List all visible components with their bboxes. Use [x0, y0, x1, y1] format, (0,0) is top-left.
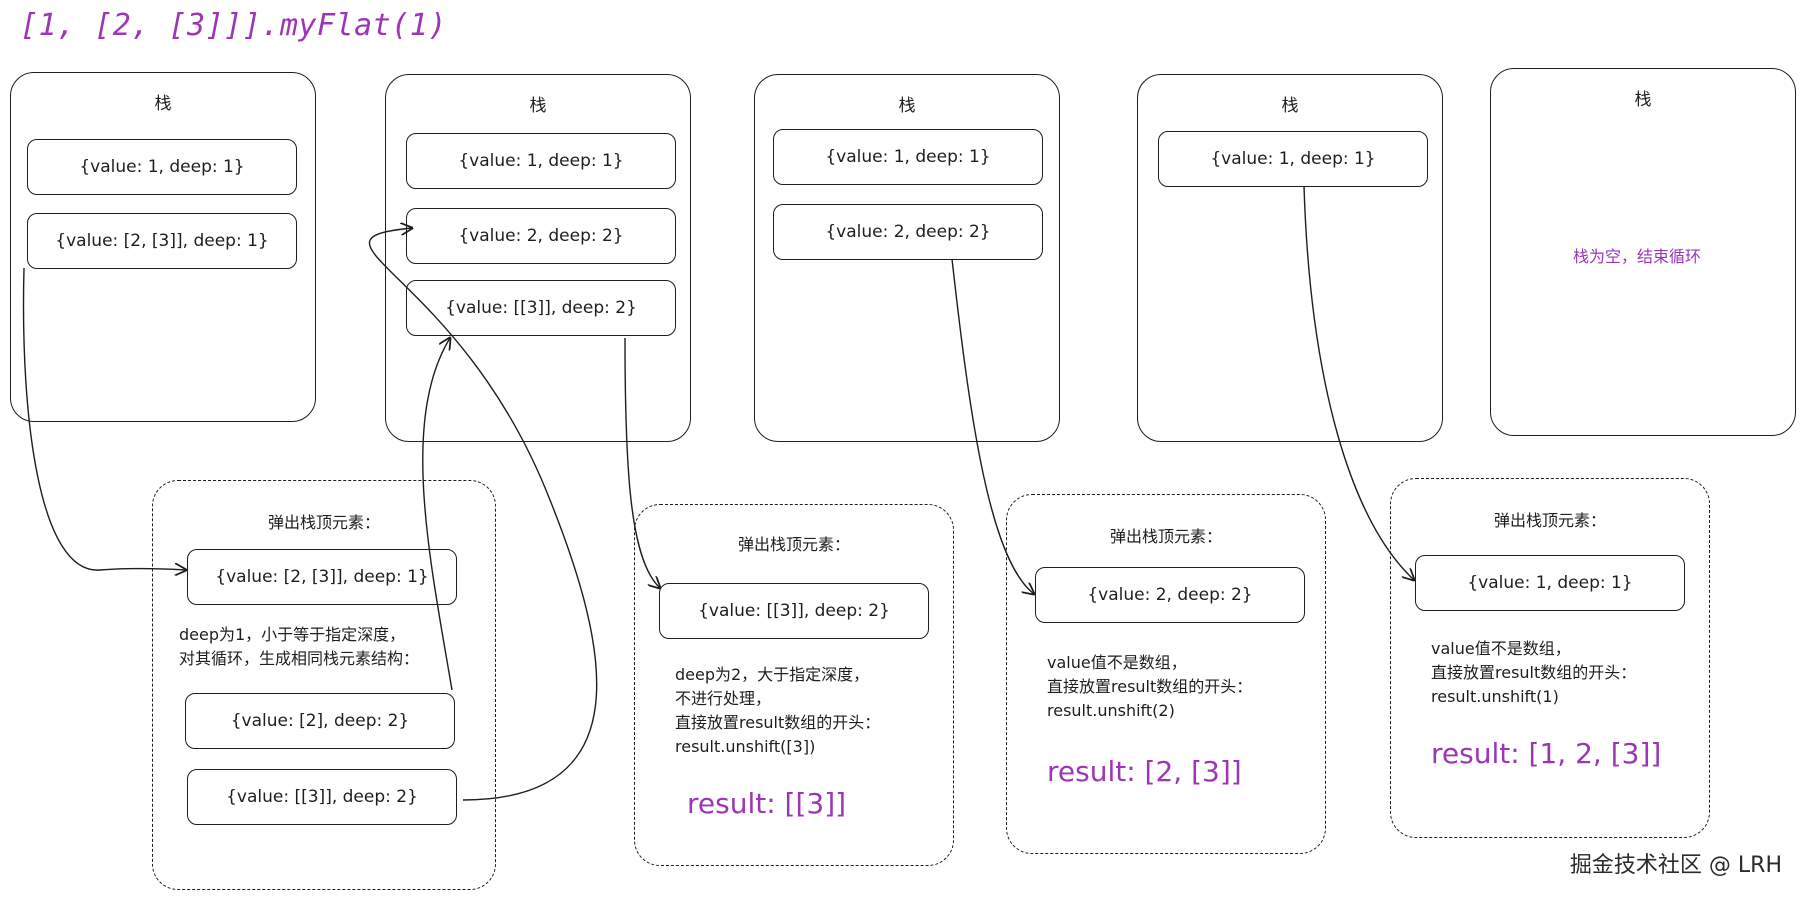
arrow-pop-4	[1303, 185, 1414, 580]
pop-panel-4: 弹出栈顶元素： {value: 1, deep: 1} value值不是数组， …	[1390, 478, 1710, 838]
generated-item: {value: [[3]], deep: 2}	[187, 769, 457, 825]
stack-1: 栈 {value: 1, deep: 1} {value: [2, [3]], …	[10, 72, 316, 422]
pop-panel-3: 弹出栈顶元素： {value: 2, deep: 2} value值不是数组， …	[1006, 494, 1326, 854]
pop-note: deep为1，小于等于指定深度， 对其循环，生成相同栈元素结构：	[179, 625, 420, 668]
diagram-title: [1, [2, [3]]].myFlat(1)	[20, 8, 447, 43]
pop-title: 弹出栈顶元素：	[267, 513, 380, 532]
popped-item: {value: 2, deep: 2}	[1035, 567, 1305, 623]
pop-title: 弹出栈顶元素：	[1493, 511, 1606, 530]
stack-item: {value: [2, [3]], deep: 1}	[27, 213, 297, 269]
popped-item: {value: 1, deep: 1}	[1415, 555, 1685, 611]
stack-item: {value: 1, deep: 1}	[406, 133, 676, 189]
pop-note: deep为2，大于指定深度， 不进行处理， 直接放置result数组的开头： r…	[675, 665, 881, 756]
stack-3: 栈 {value: 1, deep: 1} {value: 2, deep: 2…	[754, 74, 1060, 442]
popped-item: {value: [2, [3]], deep: 1}	[187, 549, 457, 605]
stack-title: 栈	[529, 96, 547, 116]
stack-item: {value: 2, deep: 2}	[406, 208, 676, 264]
stack-item: {value: 1, deep: 1}	[1158, 131, 1428, 187]
pop-title: 弹出栈顶元素：	[737, 535, 850, 554]
arrow-push-1	[422, 338, 453, 691]
stack-empty-note: 栈为空，结束循环	[1573, 247, 1702, 266]
stack-title: 栈	[898, 96, 916, 116]
stack-item: {value: 1, deep: 1}	[27, 139, 297, 195]
arrow-push-2	[368, 228, 598, 801]
arrow-pop-3	[951, 258, 1034, 594]
stack-item: {value: 2, deep: 2}	[773, 204, 1043, 260]
result-text: result: [2, [3]]	[1047, 755, 1242, 788]
pop-note: value值不是数组， 直接放置result数组的开头： result.unsh…	[1047, 653, 1253, 720]
stack-4: 栈 {value: 1, deep: 1}	[1137, 74, 1443, 442]
stack-item: {value: [[3]], deep: 2}	[406, 280, 676, 336]
popped-item: {value: [[3]], deep: 2}	[659, 583, 929, 639]
stack-title: 栈	[1281, 96, 1299, 116]
pop-panel-1: 弹出栈顶元素： {value: [2, [3]], deep: 1} deep为…	[152, 480, 496, 890]
watermark: 掘金技术社区 @ LRH	[1569, 853, 1782, 878]
stack-title: 栈	[154, 94, 172, 114]
result-text: result: [[3]]	[687, 787, 847, 820]
stack-5: 栈 栈为空，结束循环	[1490, 68, 1796, 436]
stack-item: {value: 1, deep: 1}	[773, 129, 1043, 185]
result-text: result: [1, 2, [3]]	[1431, 737, 1662, 770]
stack-2: 栈 {value: 1, deep: 1} {value: 2, deep: 2…	[385, 74, 691, 442]
pop-title: 弹出栈顶元素：	[1109, 527, 1222, 546]
arrow-pop-1	[22, 267, 186, 570]
arrow-pop-2	[624, 337, 660, 588]
pop-panel-2: 弹出栈顶元素： {value: [[3]], deep: 2} deep为2，大…	[634, 504, 954, 866]
generated-item: {value: [2], deep: 2}	[185, 693, 455, 749]
stack-title: 栈	[1634, 90, 1652, 110]
pop-note: value值不是数组， 直接放置result数组的开头： result.unsh…	[1431, 639, 1637, 706]
